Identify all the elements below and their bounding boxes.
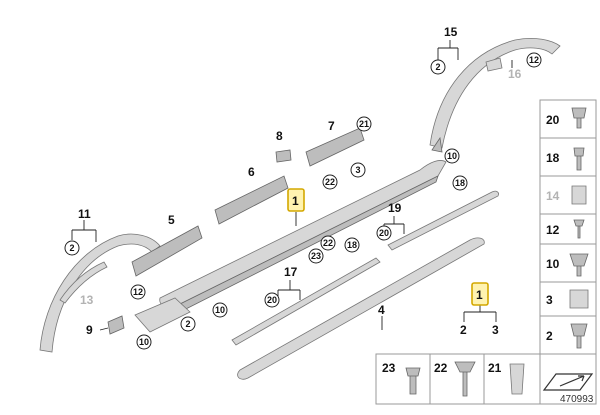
svg-text:10: 10 [447,151,457,161]
clip-14-icon [571,185,587,205]
clip-3-icon [569,289,589,309]
trim-strip-17 [231,257,381,346]
svg-text:22: 22 [325,177,335,187]
svg-text:20: 20 [267,295,277,305]
trim-strip-19 [387,190,499,251]
svg-text:2: 2 [69,243,74,253]
bottom-label-21: 21 [488,361,502,375]
svg-text:23: 23 [311,251,321,261]
callout-10-upper: 10 [444,148,460,164]
svg-text:2: 2 [435,62,440,72]
callout-20-right: 20 [376,225,392,241]
side-label-2: 2 [546,329,553,343]
pin-12-icon [573,219,585,239]
svg-text:22: 22 [323,238,333,248]
bottom-label-23: 23 [382,361,396,375]
label-1-sill: 1 [292,194,299,208]
svg-text:10: 10 [215,305,225,315]
bottom-label-22: 22 [434,361,448,375]
callout-12-arch-top: 12 [526,52,542,68]
label-8: 8 [276,129,283,143]
bracket-6 [214,175,289,225]
callout-18-mid: 18 [344,237,360,253]
label-16: 16 [508,67,522,81]
label-19: 19 [388,201,402,215]
callout-2-arch-top: 2 [430,59,446,75]
rear-wheel-arch-trim [429,38,561,149]
label-6: 6 [248,165,255,179]
label-4: 4 [378,303,385,317]
callout-23: 23 [308,248,324,264]
arch-strip-13 [59,261,108,304]
label-15: 15 [444,25,458,39]
label-5: 5 [168,213,175,227]
callout-10-lower: 10 [212,302,228,318]
callout-12-lower: 12 [130,284,146,300]
rocker-strip-4 [237,237,485,380]
fastener-bottom-panel [375,353,541,405]
callout-10-bottom: 10 [136,334,152,350]
svg-text:12: 12 [133,287,143,297]
legend-label-3: 3 [492,323,499,337]
clip-21-icon [509,363,525,395]
callout-2-left-arch: 2 [64,240,80,256]
nut-10-icon [569,253,589,277]
svg-text:21: 21 [359,119,369,129]
clip-20-icon [571,107,587,129]
clip-2-icon [570,323,588,349]
side-label-18: 18 [546,151,560,165]
document-number: 470993 [560,394,594,405]
svg-text:20: 20 [379,228,389,238]
label-7: 7 [328,119,335,133]
side-label-12: 12 [546,223,560,237]
side-label-3: 3 [546,293,553,307]
label-13: 13 [80,293,94,307]
highlight-box-sill [287,188,305,212]
legend-label-2: 2 [460,323,467,337]
svg-text:3: 3 [355,165,360,175]
bracket-5 [131,225,203,277]
svg-text:18: 18 [455,178,465,188]
clip-22-icon [454,361,476,397]
callout-22-mid: 22 [320,235,336,251]
svg-text:2: 2 [185,319,190,329]
fastener-side-panel [539,99,597,405]
callout-18-upper: 18 [452,175,468,191]
arch-bracket-16 [485,57,503,72]
callout-22-upper: 22 [322,174,338,190]
side-label-14: 14 [546,189,560,203]
callout-2-lower: 2 [180,316,196,332]
callout-20-lower: 20 [264,292,280,308]
side-label-10: 10 [546,257,560,271]
side-label-20: 20 [546,113,560,127]
highlight-box-legend [471,282,489,306]
bracket-7 [305,127,365,167]
svg-text:12: 12 [529,55,539,65]
screw-18-icon [573,147,585,171]
label-17: 17 [284,265,298,279]
legend-label-1: 1 [476,288,483,302]
clip-8 [275,149,292,163]
label-9: 9 [86,323,93,337]
callout-21: 21 [356,116,372,132]
svg-text:18: 18 [347,240,357,250]
svg-text:10: 10 [139,337,149,347]
sill-front-bracket [134,297,191,333]
clip-23-icon [405,367,421,395]
arch-end-tab [431,136,443,153]
fastener-9 [107,315,125,335]
label-11: 11 [78,207,91,221]
callout-3-upper: 3 [350,162,366,178]
